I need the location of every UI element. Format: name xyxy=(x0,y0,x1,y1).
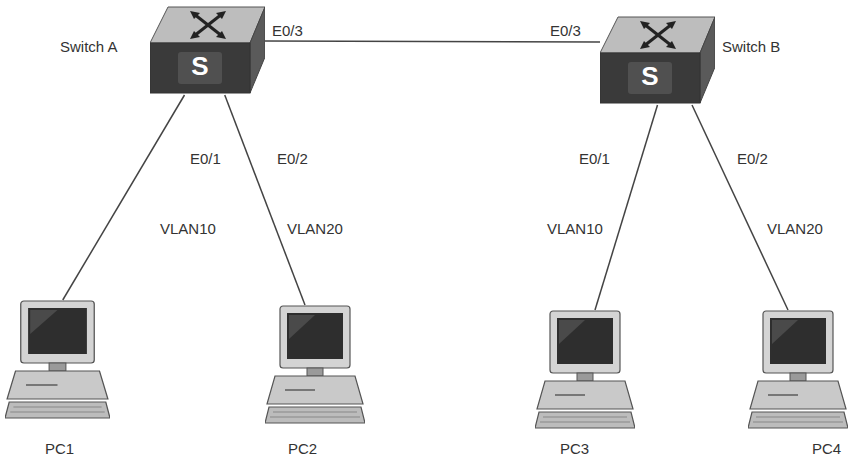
switch-letter: S xyxy=(628,61,672,91)
device-label: PC3 xyxy=(560,440,589,457)
pc-icon xyxy=(5,300,110,420)
port-label: E0/2 xyxy=(275,150,310,167)
link-line xyxy=(595,105,658,310)
port-label: E0/3 xyxy=(270,22,305,39)
pc-node: PC1 xyxy=(5,300,110,420)
pc-icon xyxy=(265,305,365,425)
pc-node: PC2 xyxy=(265,305,365,425)
vlan-label: VLAN10 xyxy=(545,220,605,237)
link-line xyxy=(63,95,185,300)
vlan-label: VLAN20 xyxy=(765,220,825,237)
device-label: PC2 xyxy=(288,440,317,457)
port-label: E0/2 xyxy=(735,150,770,167)
pc-icon xyxy=(748,310,848,430)
pc-node: PC4 xyxy=(748,310,848,430)
switch-letter: S xyxy=(178,51,222,81)
device-label: Switch A xyxy=(60,38,118,55)
vlan-label: VLAN20 xyxy=(285,220,345,237)
pc-node: PC3 xyxy=(535,310,635,430)
port-label: E0/1 xyxy=(577,150,612,167)
switch-node: Switch AS xyxy=(150,5,265,95)
device-label: Switch B xyxy=(722,38,780,55)
device-label: PC1 xyxy=(45,440,74,457)
switch-icon xyxy=(600,15,715,105)
link-line xyxy=(225,95,305,305)
port-label: E0/3 xyxy=(548,22,583,39)
link-line xyxy=(692,105,788,310)
switch-node: Switch BS xyxy=(600,15,715,105)
pc-icon xyxy=(535,310,635,430)
link-line xyxy=(265,41,600,42)
device-label: PC4 xyxy=(812,440,841,457)
port-label: E0/1 xyxy=(188,150,223,167)
switch-icon xyxy=(150,5,265,95)
vlan-label: VLAN10 xyxy=(158,220,218,237)
